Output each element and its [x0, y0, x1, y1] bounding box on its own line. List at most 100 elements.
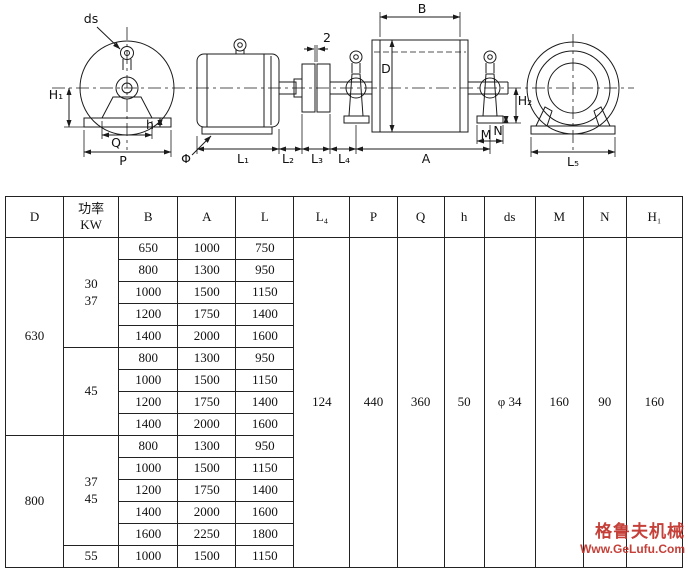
- dim-label-d: D: [381, 61, 391, 76]
- cell-A: 1750: [177, 303, 237, 326]
- cell-A: 2000: [177, 413, 237, 436]
- cell-B: 650: [118, 237, 179, 260]
- col-header-9: ds: [483, 196, 536, 238]
- cell-power: 55: [63, 545, 120, 568]
- cell-B: 1400: [118, 325, 179, 348]
- drawing-labels: ds H₁ Q h P Φ 2 B D L₁ L₂ L₃ L₄ A H₂ N M…: [49, 1, 579, 169]
- cell-L: 1400: [235, 479, 295, 502]
- cell-L: 1150: [235, 545, 295, 568]
- dim-label-p: P: [119, 153, 127, 168]
- cell-A: 1500: [177, 369, 237, 392]
- cell-A: 1300: [177, 347, 237, 370]
- col-header-10: M: [534, 196, 584, 238]
- cell-B: 1200: [118, 303, 179, 326]
- eye-bolt-icon: [120, 46, 134, 60]
- cell-power: 30 37: [63, 237, 120, 348]
- cell-B: 800: [118, 435, 179, 458]
- cell-L: 1800: [235, 523, 295, 546]
- cell-L: 950: [235, 435, 295, 458]
- col-header-5: L₄: [293, 196, 351, 238]
- dim-label-h: h: [146, 117, 154, 132]
- cell-A: 1500: [177, 457, 237, 480]
- technical-drawing: ds H₁ Q h P Φ 2 B D L₁ L₂ L₃ L₄ A H₂ N M…: [0, 0, 688, 192]
- dim-label-phi: Φ: [181, 151, 191, 166]
- cell-D: 630: [4, 237, 65, 436]
- col-header-0: D: [4, 196, 65, 238]
- cell-A: 1000: [177, 237, 237, 260]
- dim-label-l3: L₃: [311, 151, 323, 166]
- col-header-7: Q: [396, 196, 445, 238]
- dim-label-b: B: [418, 1, 427, 16]
- col-header-2: B: [118, 196, 179, 238]
- cell-L: 1400: [235, 303, 295, 326]
- col-header-6: P: [349, 196, 398, 238]
- dim-label-l5: L₅: [567, 154, 579, 169]
- eye-bolt-icon: [233, 38, 247, 52]
- dim-label-a: A: [422, 151, 431, 166]
- cell-B: 1000: [118, 369, 179, 392]
- cell-A: 1300: [177, 259, 237, 282]
- cell-shared-L4: 124: [293, 237, 351, 568]
- col-header-1: 功率 KW: [63, 196, 120, 238]
- cell-shared-ds: φ 34: [483, 237, 536, 568]
- dimension-chain: [196, 114, 491, 154]
- cell-shared-H1: 160: [625, 237, 684, 568]
- cell-B: 1000: [118, 281, 179, 304]
- dim-label-m: M: [481, 127, 492, 142]
- cell-L: 950: [235, 347, 295, 370]
- cell-A: 1500: [177, 281, 237, 304]
- bearing-right: [468, 50, 521, 144]
- dim-label-ds: ds: [84, 11, 98, 26]
- cell-L: 1600: [235, 413, 295, 436]
- cell-L: 1600: [235, 325, 295, 348]
- dim-label-h1: H₁: [49, 87, 63, 102]
- cell-shared-h: 50: [443, 237, 485, 568]
- cell-B: 1000: [118, 545, 179, 568]
- cell-shared-N: 90: [582, 237, 627, 568]
- cell-B: 1200: [118, 479, 179, 502]
- cell-A: 1300: [177, 435, 237, 458]
- eye-bolt-icon: [349, 50, 363, 64]
- cell-A: 2000: [177, 325, 237, 348]
- dim-label-gap: 2: [323, 30, 331, 45]
- cell-L: 750: [235, 237, 295, 260]
- motor: [191, 38, 297, 156]
- cell-B: 1000: [118, 457, 179, 480]
- cell-L: 1600: [235, 501, 295, 524]
- bearing-left: [343, 50, 370, 124]
- cell-A: 1750: [177, 391, 237, 414]
- cell-A: 2250: [177, 523, 237, 546]
- drawing-svg: ds H₁ Q h P Φ 2 B D L₁ L₂ L₃ L₄ A H₂ N M…: [49, 1, 634, 169]
- cell-B: 1200: [118, 391, 179, 414]
- dim-label-l2: L₂: [282, 151, 294, 166]
- cell-L: 1400: [235, 391, 295, 414]
- cell-L: 1150: [235, 281, 295, 304]
- col-header-4: L: [235, 196, 295, 238]
- cell-B: 1400: [118, 501, 179, 524]
- col-header-12: H₁: [625, 196, 684, 238]
- cell-shared-Q: 360: [396, 237, 445, 568]
- dim-label-h2: H₂: [518, 93, 532, 108]
- cell-B: 1400: [118, 413, 179, 436]
- cell-L: 1150: [235, 457, 295, 480]
- cell-L: 1150: [235, 369, 295, 392]
- cell-power: 37 45: [63, 435, 120, 546]
- cell-D: 800: [4, 435, 65, 568]
- cell-A: 1500: [177, 545, 237, 568]
- cell-B: 800: [118, 259, 179, 282]
- dim-label-q: Q: [111, 135, 121, 150]
